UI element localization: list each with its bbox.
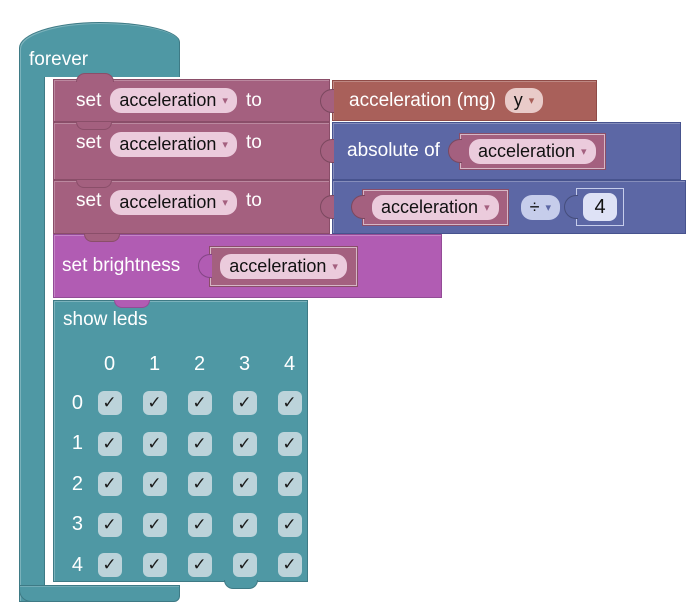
division-block[interactable]: acceleration ▾ ÷ ▾ 4 bbox=[320, 180, 686, 234]
puzzle-tab-icon bbox=[564, 195, 579, 219]
connector-notch-icon bbox=[84, 234, 120, 242]
led-checkbox[interactable]: ✓ bbox=[142, 553, 167, 578]
acceleration-mg-block[interactable]: acceleration (mg) y ▾ bbox=[320, 80, 597, 121]
number-input[interactable]: 4 bbox=[583, 193, 618, 221]
led-row-header: 3 bbox=[71, 513, 83, 536]
dropdown-arrow-icon: ▾ bbox=[222, 197, 228, 209]
led-checkbox[interactable]: ✓ bbox=[97, 431, 122, 456]
led-checkbox[interactable]: ✓ bbox=[187, 512, 212, 537]
led-checkbox[interactable]: ✓ bbox=[187, 431, 212, 456]
number-block[interactable]: 4 bbox=[564, 188, 625, 226]
variable-block-acceleration[interactable]: acceleration ▾ bbox=[351, 188, 509, 226]
operator-dropdown-value: ÷ bbox=[529, 196, 540, 217]
axis-dropdown-value: y bbox=[513, 90, 523, 110]
puzzle-tab-icon bbox=[447, 139, 462, 163]
led-row-header: 0 bbox=[71, 391, 83, 414]
led-checkbox[interactable]: ✓ bbox=[232, 553, 257, 578]
led-checkbox[interactable]: ✓ bbox=[232, 391, 257, 416]
led-checkbox[interactable]: ✓ bbox=[97, 391, 122, 416]
connector-notch-icon bbox=[76, 73, 114, 82]
forever-block-arm[interactable] bbox=[19, 74, 45, 602]
led-checkbox[interactable]: ✓ bbox=[277, 553, 302, 578]
set-label: set bbox=[76, 190, 102, 211]
led-col-header: 1 bbox=[148, 352, 161, 375]
variable-dropdown[interactable]: acceleration ▾ bbox=[468, 138, 596, 164]
to-label: to bbox=[245, 89, 262, 111]
variable-dropdown[interactable]: acceleration ▾ bbox=[372, 194, 499, 220]
variable-dropdown[interactable]: acceleration ▾ bbox=[110, 88, 237, 113]
led-col-header: 3 bbox=[238, 352, 251, 375]
set-variable-block-1[interactable]: set acceleration ▾ to bbox=[53, 73, 330, 122]
variable-dropdown-value: acceleration bbox=[119, 90, 217, 110]
variable-dropdown-value: acceleration bbox=[381, 196, 479, 217]
dropdown-arrow-icon: ▾ bbox=[528, 95, 535, 107]
absolute-of-block[interactable]: absolute of acceleration ▾ bbox=[320, 122, 681, 180]
set-label: set bbox=[76, 132, 102, 153]
dropdown-arrow-icon: ▾ bbox=[222, 139, 228, 151]
set-label: set bbox=[76, 89, 102, 111]
led-checkbox[interactable]: ✓ bbox=[277, 512, 302, 537]
to-label: to bbox=[245, 132, 262, 153]
variable-dropdown-value: acceleration bbox=[477, 140, 576, 161]
led-checkbox[interactable]: ✓ bbox=[142, 472, 167, 497]
variable-dropdown-value: acceleration bbox=[119, 192, 217, 212]
variable-block-acceleration[interactable]: acceleration ▾ bbox=[198, 245, 358, 287]
show-leds-label: show leds bbox=[63, 309, 148, 330]
dropdown-arrow-icon: ▾ bbox=[332, 260, 338, 273]
led-checkbox[interactable]: ✓ bbox=[232, 431, 257, 456]
led-checkbox[interactable]: ✓ bbox=[232, 472, 257, 497]
led-checkbox[interactable]: ✓ bbox=[142, 391, 167, 416]
variable-dropdown-value: acceleration bbox=[229, 255, 327, 276]
dropdown-arrow-icon: ▾ bbox=[581, 145, 587, 158]
led-checkbox[interactable]: ✓ bbox=[277, 472, 302, 497]
dropdown-arrow-icon: ▾ bbox=[484, 201, 490, 214]
acceleration-mg-label: acceleration (mg) bbox=[349, 89, 496, 111]
led-checkbox[interactable]: ✓ bbox=[142, 512, 167, 537]
dropdown-arrow-icon: ▾ bbox=[222, 95, 228, 107]
variable-block-acceleration[interactable]: acceleration ▾ bbox=[447, 132, 606, 170]
led-checkbox[interactable]: ✓ bbox=[277, 431, 302, 456]
forever-label: forever bbox=[29, 49, 89, 70]
show-leds-block[interactable]: show leds 0 1 2 3 4 0 ✓ ✓ ✓ ✓ ✓ 1 ✓ ✓ ✓ ✓ ✓ 2 ✓ ✓ ✓ ✓ ✓ 3 ✓ ✓ ✓ ✓ ✓ 4… bbox=[53, 300, 308, 589]
led-checkbox[interactable]: ✓ bbox=[97, 512, 122, 537]
led-checkbox[interactable]: ✓ bbox=[142, 431, 167, 456]
set-brightness-label: set brightness bbox=[62, 255, 181, 276]
led-row-header: 4 bbox=[71, 553, 83, 576]
puzzle-tab-icon bbox=[198, 254, 213, 278]
variable-dropdown[interactable]: acceleration ▾ bbox=[220, 253, 347, 279]
led-checkbox[interactable]: ✓ bbox=[97, 553, 122, 578]
led-col-header: 0 bbox=[103, 352, 116, 375]
connector-notch-icon bbox=[76, 180, 112, 188]
set-brightness-block[interactable]: set brightness acceleration ▾ bbox=[53, 234, 442, 298]
led-col-header: 2 bbox=[193, 352, 206, 375]
variable-dropdown-value: acceleration bbox=[119, 134, 217, 154]
led-row-header: 1 bbox=[71, 432, 83, 455]
axis-dropdown[interactable]: y ▾ bbox=[504, 88, 544, 113]
connector-notch-icon bbox=[114, 300, 150, 308]
led-checkbox[interactable]: ✓ bbox=[97, 472, 122, 497]
led-checkbox[interactable]: ✓ bbox=[232, 512, 257, 537]
led-col-header: 4 bbox=[283, 352, 296, 375]
variable-dropdown[interactable]: acceleration ▾ bbox=[110, 190, 237, 215]
led-checkbox[interactable]: ✓ bbox=[277, 391, 302, 416]
forever-block-foot[interactable] bbox=[19, 585, 180, 602]
led-row-header: 2 bbox=[71, 472, 83, 495]
led-checkbox[interactable]: ✓ bbox=[187, 472, 212, 497]
led-checkbox[interactable]: ✓ bbox=[187, 391, 212, 416]
operator-dropdown[interactable]: ÷ ▾ bbox=[520, 194, 561, 220]
connector-notch-icon bbox=[76, 122, 112, 130]
variable-dropdown[interactable]: acceleration ▾ bbox=[110, 132, 237, 157]
led-checkbox[interactable]: ✓ bbox=[187, 553, 212, 578]
forever-block[interactable]: forever bbox=[19, 22, 180, 77]
set-variable-block-3[interactable]: set acceleration ▾ to bbox=[53, 180, 330, 234]
dropdown-arrow-icon: ▾ bbox=[545, 201, 552, 214]
to-label: to bbox=[245, 190, 262, 211]
absolute-of-label: absolute of bbox=[347, 140, 440, 161]
led-grid: 0 1 2 3 4 0 ✓ ✓ ✓ ✓ ✓ 1 ✓ ✓ ✓ ✓ ✓ 2 ✓ ✓ ✓ ✓ ✓ 3 ✓ ✓ ✓ ✓ ✓ 4 ✓ ✓ ✓ ✓ ✓ bbox=[63, 345, 312, 586]
puzzle-tab-icon bbox=[351, 195, 365, 219]
set-variable-block-2[interactable]: set acceleration ▾ to bbox=[53, 122, 330, 180]
